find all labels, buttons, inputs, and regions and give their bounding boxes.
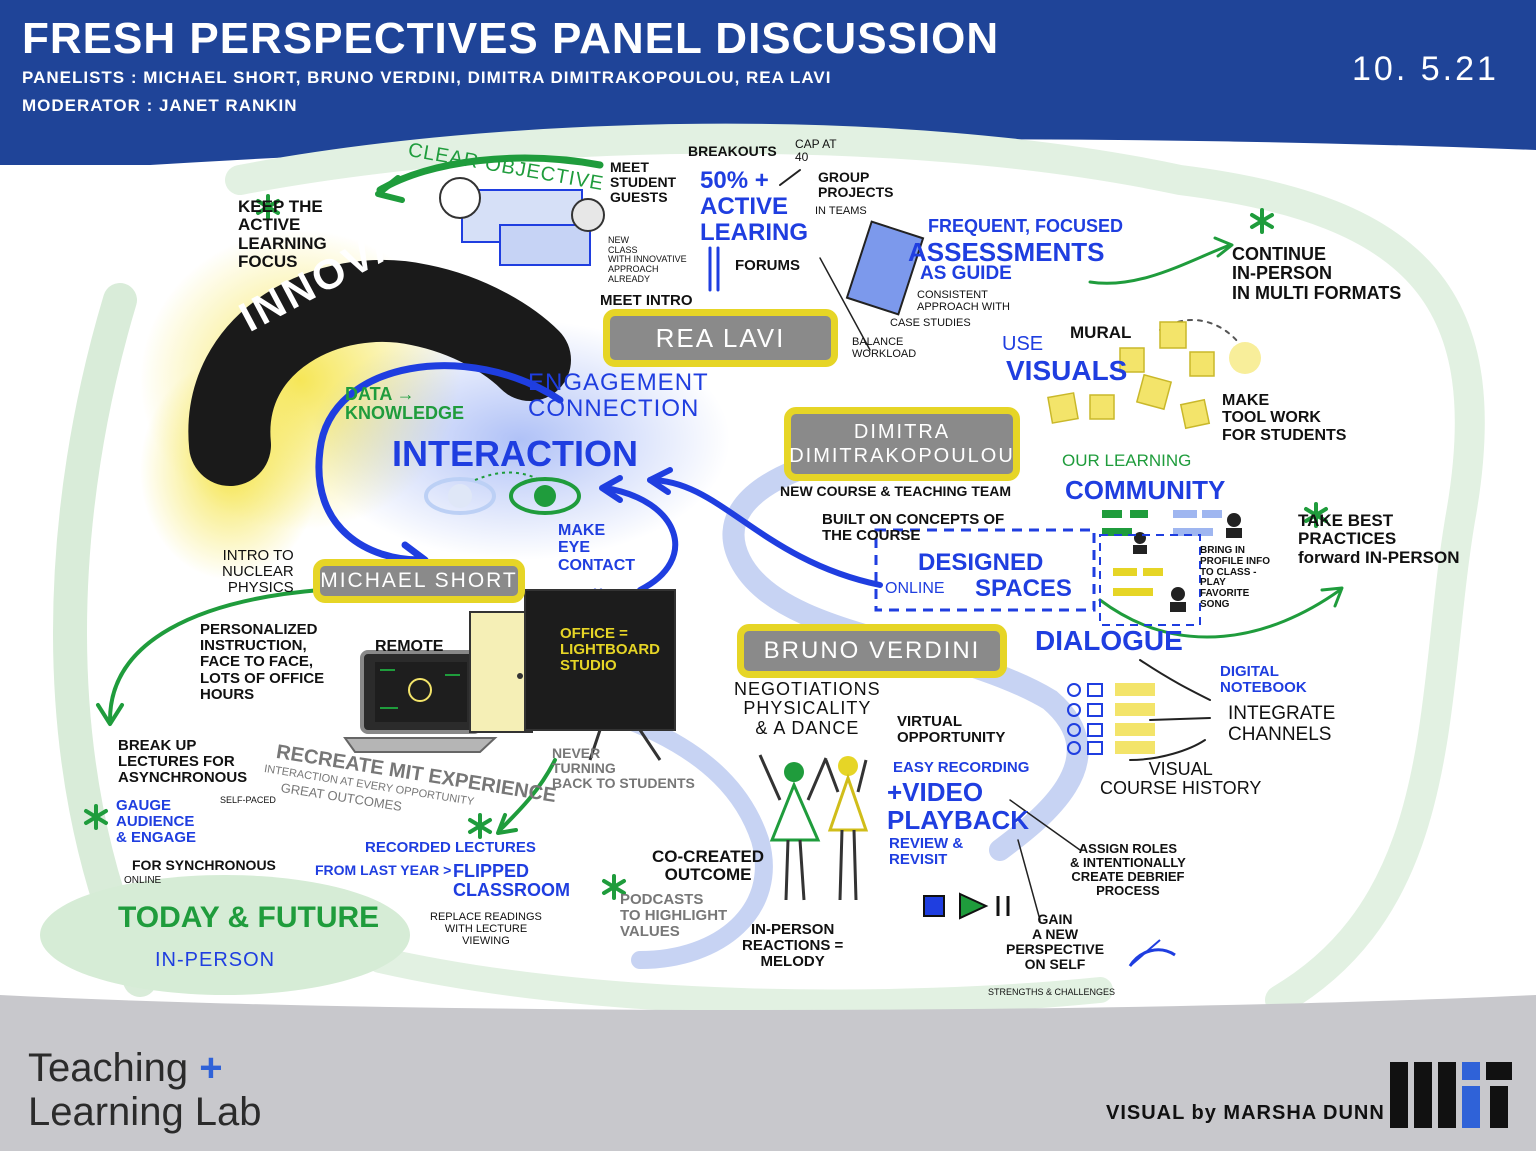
brand-line-1: Teaching [28,1046,189,1090]
visual-course-history-note: VISUAL COURSE HISTORY [1100,759,1262,799]
mural-note: MURAL [1070,323,1132,342]
in-person-label: IN-PERSON [155,949,276,971]
dialogue-heading: DIALOGUE [1035,625,1183,656]
active-learning-note: 50% + ACTIVE LEARING [700,167,808,246]
spaces-heading: SPACES [975,575,1072,602]
assign-roles-note: ASSIGN ROLES & INTENTIONALLY CREATE DEBR… [1070,841,1186,899]
consistent-approach-note: CONSISTENT APPROACH with [917,289,1010,313]
today-future-heading: TODAY & FUTURE [118,901,380,934]
keep-focus-note: KEEP the ACTIVE LEARNING FOCUS [238,197,327,272]
in-teams-note: in TEAMS [815,205,867,217]
negotiations-note: NEGOTIATIONS PHYSICALITY & a DANCE [734,679,881,738]
our-learning-note: OUR LEARNING [1062,451,1192,470]
meet-intro-note: MEET INTRO [600,292,693,309]
artist-credit: VISUAL by MARSHA DUNN [1106,1102,1385,1124]
data-knowledge-note: DATA → KNOWLEDGE [345,384,464,424]
gauge-audience-note: GAUGE AUDIENCE & ENGAGE [116,797,197,847]
self-paced-note: SELF-PACED [220,795,276,805]
new-class-note: NEW CLASS with INNOVATIVE APPROACH ALREA… [608,235,687,284]
new-course-note: NEW COURSE & TEACHING TEAM [780,483,1011,499]
strengths-challenges-note: STRENGTHS & CHALLENGES [988,987,1116,997]
for-synchronous-note: for SYNCHRONOUS [132,857,276,873]
assessments-note: ASSESSMENTS [908,237,1105,267]
frequent-focused-note: FREQUENT, FOCUSED [928,216,1124,236]
personalized-instruction-note: PERSONALIZED INSTRUCTION, FACE to FACE, … [200,621,325,703]
moderator-line: MODERATOR : JANET RANKIN [22,96,298,115]
from-last-year-note: from LAST YEAR > [315,862,452,878]
easy-recording-note: EASY RECORDING [893,759,1030,776]
panelists-line: PANELISTS : MICHAEL SHORT, BRUNO VERDINI… [22,68,832,87]
make-tool-work-note: MAKE TOOL WORK for STUDENTS [1222,392,1347,444]
never-turning-note: NEVER TURNING BACK to STUDENTS [552,745,695,792]
integrate-channels-note: INTEGRATE CHANNELS [1228,703,1336,745]
bring-profile-note: BRING IN PROFILE INFO to CLASS - PLAY FA… [1200,545,1270,610]
event-date: 10. 5.21 [1352,50,1499,88]
brand-logo: Teaching + Learning Lab [28,1046,262,1134]
speaker-pill-rea-lavi: REA LAVI [603,309,838,367]
speaker-pill-dimitra: DIMITRA DIMITRAKOPOULOU [784,407,1020,481]
use-note: USE [1002,333,1044,355]
speaker-pill-michael-short: MICHAEL SHORT [313,559,525,603]
intro-nuclear-physics-note: INTRO to NUCLEAR PHYSICS [222,547,294,597]
as-guide-note: as GUIDE [920,263,1012,284]
designed-heading: DESIGNED [918,549,1044,576]
eye-contact-note: MAKE EYE CONTACT [558,522,636,574]
visuals-heading: VISUALS [1006,355,1128,386]
speaker-pill-bruno-verdini: BRUNO VERDINI [737,624,1007,678]
forums-note: FORUMS [735,257,800,274]
recorded-lectures-note: RECORDED LECTURES [365,839,536,856]
brand-line-2: Learning Lab [28,1090,262,1134]
page-title: FRESH PERSPECTIVES PANEL DISCUSSION [22,14,1000,63]
cap-note: CAP at 40 [795,137,837,164]
break-up-lectures-note: BREAK UP LECTURES for ASYNCHRONOUS [118,737,248,787]
in-person-reactions-note: IN-PERSON REACTIONS = MELODY [742,921,844,971]
group-projects-note: GROUP PROJECTS [818,169,894,201]
take-best-practices-note: TAKE BEST PRACTICES forward IN-PERSON [1298,511,1460,567]
community-heading: COMMUNITY [1065,475,1226,505]
podcasts-note: PODCASTS to HIGHLIGHT VALUES [620,891,728,941]
case-studies-note: CASE STUDIES [890,317,971,329]
continue-in-person-note: CONTINUE IN-PERSON in MULTI FORMATS [1232,244,1402,303]
meet-guests-note: MEET STUDENT GUESTS [610,159,677,206]
online-small-note: ONLINE [124,875,162,886]
remote-label: REMOTE [375,638,444,655]
video-playback-heading: +VIDEO PLAYBACK [887,777,1030,836]
digital-notebook-note: DIGITAL NOTEBOOK [1220,663,1307,697]
gain-perspective-note: GAIN a NEW PERSPECTIVE on SELF [1006,911,1105,973]
built-on-concepts-note: BUILT on CONCEPTS of the COURSE [822,511,1005,545]
replace-readings-note: REPLACE READINGS with LECTURE VIEWING [430,911,542,947]
lightboard-studio-note: OFFICE = LIGHTBOARD STUDIO [560,625,660,675]
brand-plus: + [199,1046,223,1090]
review-revisit-note: REVIEW & REVISIT [889,835,964,869]
balance-workload-note: BALANCE WORKLOAD [852,336,917,360]
virtual-opportunity-note: VIRTUAL OPPORTUNITY [897,713,1006,747]
online-label: ONLINE [885,580,945,597]
flipped-classroom-note: FLIPPED CLASSROOM [453,861,570,901]
interaction-heading: INTERACTION [392,433,638,474]
breakouts-note: BREAKOUTS [688,143,777,159]
engagement-connection-note: ENGAGEMENT CONNECTION [528,369,709,422]
co-created-outcome-note: CO-CREATED OUTCOME [652,847,765,885]
